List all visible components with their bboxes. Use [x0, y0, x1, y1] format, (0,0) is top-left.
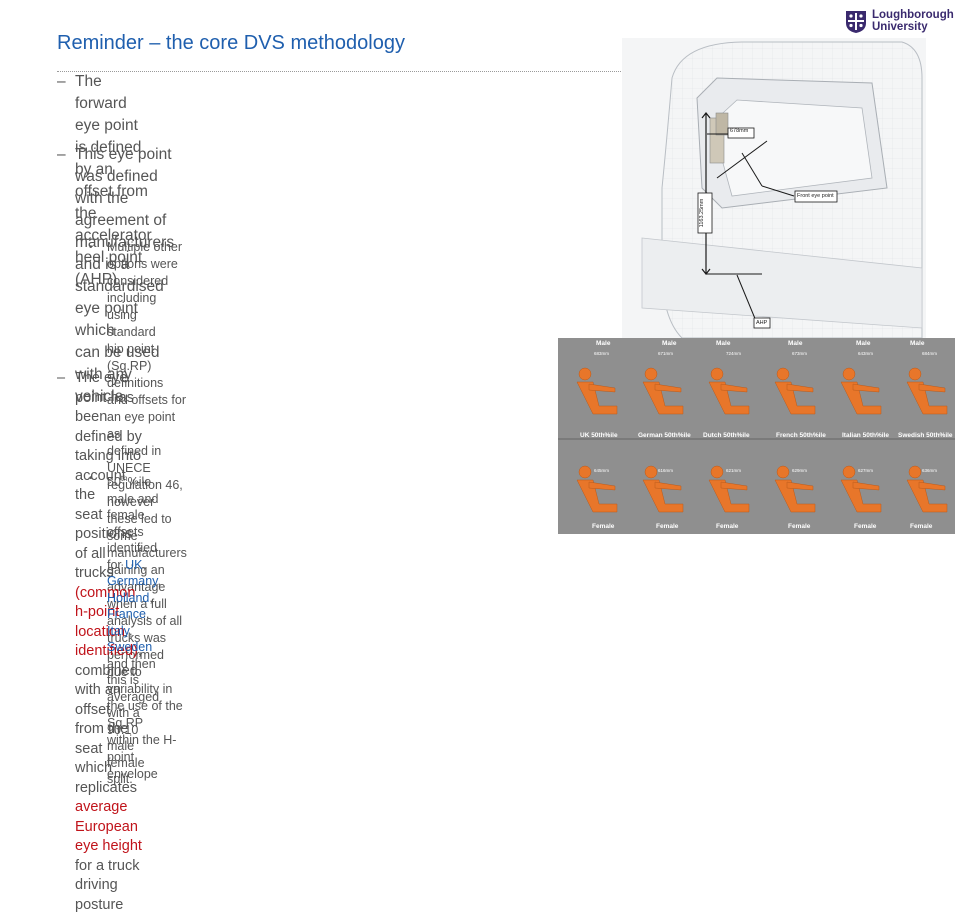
- logo-line-2: University: [872, 21, 928, 33]
- text-run: ,: [149, 591, 152, 605]
- dimension-label: 627mm: [858, 468, 873, 473]
- dimension-horizontal-label: 678mm: [730, 128, 748, 134]
- photo-label-male: Male: [662, 340, 676, 347]
- sub-bullet-2-line-2: Holland, France, Italy, Sweden and then …: [107, 590, 161, 722]
- bullet-marker: –: [57, 71, 66, 93]
- photo-caption: German 50th%ile: [638, 432, 691, 439]
- driver-posture-photos: Male Male Male Male Male Male 683mm 671m…: [558, 338, 955, 534]
- photo-caption: Italian 50th%ile: [842, 432, 889, 439]
- dimension-label: 616mm: [658, 468, 673, 473]
- bullet-marker: –: [57, 144, 66, 166]
- sub-bullet-marker: •: [89, 471, 93, 488]
- slide-title: Reminder – the core DVS methodology: [57, 32, 405, 55]
- dimension-label: 724mm: [726, 351, 741, 356]
- sub-bullet-1-line-1: Multiple other options were considered i…: [107, 239, 187, 341]
- text-run: ,: [129, 624, 132, 638]
- dimension-label: 684mm: [922, 351, 937, 356]
- dimension-label: 636mm: [922, 468, 937, 473]
- country-france: France: [107, 607, 146, 621]
- photo-label-female: Female: [656, 523, 678, 530]
- dimension-label: 673mm: [792, 351, 807, 356]
- dimension-label: 671mm: [658, 351, 673, 356]
- bullet-3-line-4: replicates average European eye height f…: [75, 779, 142, 896]
- truck-cab-diagram: 678mm 1163.25mm Front eye point AHP: [622, 38, 926, 338]
- text-run: and then this is averaged with a: [107, 657, 159, 721]
- country-germany: Germany: [107, 574, 157, 588]
- text-run: ,: [146, 607, 149, 621]
- sub-bullet-2-line-3: 90:10 male female split.: [107, 722, 161, 788]
- country-uk: UK: [125, 558, 142, 572]
- text-run: 50: [107, 475, 121, 489]
- text-run: for a truck driving: [75, 858, 139, 894]
- university-logo: Loughborough University: [845, 9, 955, 35]
- bullet-3-line-5: posture: [75, 896, 142, 915]
- sub-bullet-2-line-1: 50th%ile male and female offsets identif…: [107, 471, 161, 590]
- photo-caption: French 50th%ile: [776, 432, 826, 439]
- photo-label-female: Female: [854, 523, 876, 530]
- front-eye-point-label: Front eye point: [797, 193, 834, 199]
- photo-label-male: Male: [788, 340, 802, 347]
- logo-line-1: Loughborough: [872, 9, 954, 21]
- country-italy: Italy: [107, 624, 129, 638]
- photo-label-male: Male: [910, 340, 924, 347]
- dimension-label: 643mm: [858, 351, 873, 356]
- photo-label-female: Female: [910, 523, 932, 530]
- photo-caption: Swedish 50th%ile: [898, 432, 953, 439]
- photo-label-male: Male: [856, 340, 870, 347]
- dimension-label: 683mm: [594, 351, 609, 356]
- photo-label-female: Female: [592, 523, 614, 530]
- photo-label-male: Male: [596, 340, 610, 347]
- bullet-marker: –: [57, 369, 65, 389]
- photo-label-female: Female: [788, 523, 810, 530]
- photo-label-female: Female: [716, 523, 738, 530]
- bullet-2-line-1: This eye point was defined with the agre…: [75, 144, 174, 232]
- dimension-label: 621mm: [726, 468, 741, 473]
- dimension-vertical-label: 1163.25mm: [699, 193, 705, 233]
- sub-bullet-marker: •: [89, 239, 93, 256]
- country-holland: Holland: [107, 591, 149, 605]
- superscript: th: [121, 474, 128, 483]
- cab-drawing: [622, 38, 926, 338]
- photo-label-male: Male: [716, 340, 730, 347]
- country-sweden: Sweden: [107, 640, 152, 654]
- dimension-label: 645mm: [594, 468, 609, 473]
- photo-caption: UK 50th%ile: [580, 432, 618, 439]
- highlight-eye-height: average European eye height: [75, 799, 142, 854]
- crest-icon: [845, 10, 867, 34]
- photo-caption: Dutch 50th%ile: [703, 432, 750, 439]
- text-run: ,: [142, 558, 145, 572]
- text-run: ,: [157, 574, 160, 588]
- dimension-label: 629mm: [792, 468, 807, 473]
- ahp-label: AHP: [756, 320, 767, 326]
